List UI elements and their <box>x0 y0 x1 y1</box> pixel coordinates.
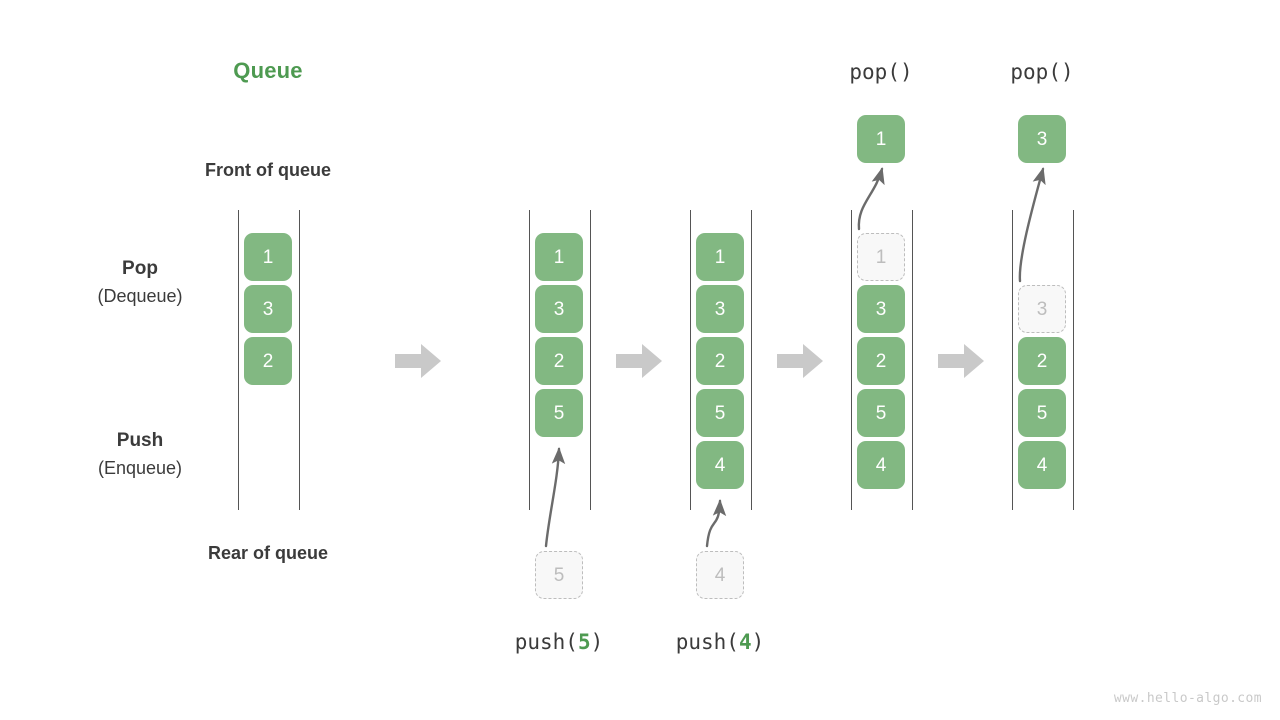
queue-rail-after-push-4-right <box>750 210 753 510</box>
caption-suffix: ) <box>751 630 765 654</box>
queue-cell-after-push-5-3: 5 <box>535 389 583 437</box>
transition-arrow-icon-t2 <box>616 341 662 381</box>
queue-cell-after-pop-1-1: 3 <box>857 285 905 333</box>
queue-cell-after-pop-1-0: 1 <box>857 233 905 281</box>
queue-rail-after-pop-3-right <box>1072 210 1075 510</box>
transition-arrow-icon-t4 <box>938 341 984 381</box>
queue-cell-after-pop-1-4: 4 <box>857 441 905 489</box>
caption-suffix: ) <box>590 630 604 654</box>
queue-cell-after-pop-1-2: 2 <box>857 337 905 385</box>
queue-cell-after-push-4-1: 3 <box>696 285 744 333</box>
queue-rail-after-push-5-left <box>528 210 531 510</box>
queue-cell-after-push-5-1: 3 <box>535 285 583 333</box>
pop-call-label-after-pop-1: pop() <box>849 60 913 84</box>
queue-cell-after-push-4-0: 1 <box>696 233 744 281</box>
queue-rail-after-pop-1-left <box>850 210 853 510</box>
caption-arg: 4 <box>738 630 752 654</box>
queue-cell-after-push-4-4: 4 <box>696 441 744 489</box>
push-side-label: Push (Enqueue) <box>55 428 225 482</box>
queue-cell-initial-1: 3 <box>244 285 292 333</box>
push-label-sub: (Enqueue) <box>97 458 183 478</box>
caption-prefix: push( <box>675 630 739 654</box>
queue-cell-after-pop-3-1: 3 <box>1018 285 1066 333</box>
queue-rail-after-pop-3-left <box>1011 210 1014 510</box>
queue-cell-after-push-5-0: 1 <box>535 233 583 281</box>
pop-call-label-after-pop-3: pop() <box>1010 60 1074 84</box>
queue-cell-initial-0: 1 <box>244 233 292 281</box>
queue-cell-after-push-4-3: 5 <box>696 389 744 437</box>
queue-rail-initial-left <box>237 210 240 510</box>
transition-arrow-icon-t1 <box>395 341 441 381</box>
queue-cell-after-pop-3-3: 5 <box>1018 389 1066 437</box>
caption-after-push-5: push(5) <box>469 630 649 654</box>
transition-arrow-icon-t3 <box>777 341 823 381</box>
pop-arrow-after-pop-3 <box>1018 167 1046 283</box>
queue-cell-after-pop-3-2: 2 <box>1018 337 1066 385</box>
caption-after-push-4: push(4) <box>630 630 810 654</box>
popped-cell-after-pop-3: 3 <box>1018 115 1066 163</box>
queue-rail-initial-right <box>298 210 301 510</box>
watermark: www.hello-algo.com <box>1113 691 1262 706</box>
queue-cell-after-pop-1-3: 5 <box>857 389 905 437</box>
pop-label-main: Pop <box>122 258 158 279</box>
queue-cell-initial-2: 2 <box>244 337 292 385</box>
caption-prefix: push( <box>514 630 578 654</box>
queue-cell-after-push-5-2: 2 <box>535 337 583 385</box>
queue-rail-after-push-5-right <box>589 210 592 510</box>
pop-arrow-after-pop-1 <box>857 167 885 231</box>
push-arrow-after-push-5 <box>544 447 566 548</box>
popped-cell-after-pop-1: 1 <box>857 115 905 163</box>
push-arrow-after-push-4 <box>705 499 727 548</box>
incoming-cell-after-push-5: 5 <box>535 551 583 599</box>
rear-of-queue-label: Rear of queue <box>207 543 329 563</box>
queue-cell-after-push-4-2: 2 <box>696 337 744 385</box>
queue-rail-after-pop-1-right <box>911 210 914 510</box>
queue-cell-after-pop-3-4: 4 <box>1018 441 1066 489</box>
front-of-queue-label: Front of queue <box>205 160 331 180</box>
incoming-cell-after-push-4: 4 <box>696 551 744 599</box>
diagram-title: Queue <box>233 58 303 83</box>
push-label-main: Push <box>116 430 164 451</box>
caption-arg: 5 <box>577 630 591 654</box>
queue-rail-after-push-4-left <box>689 210 692 510</box>
pop-label-sub: (Dequeue) <box>97 286 183 306</box>
pop-side-label: Pop (Dequeue) <box>55 256 225 310</box>
